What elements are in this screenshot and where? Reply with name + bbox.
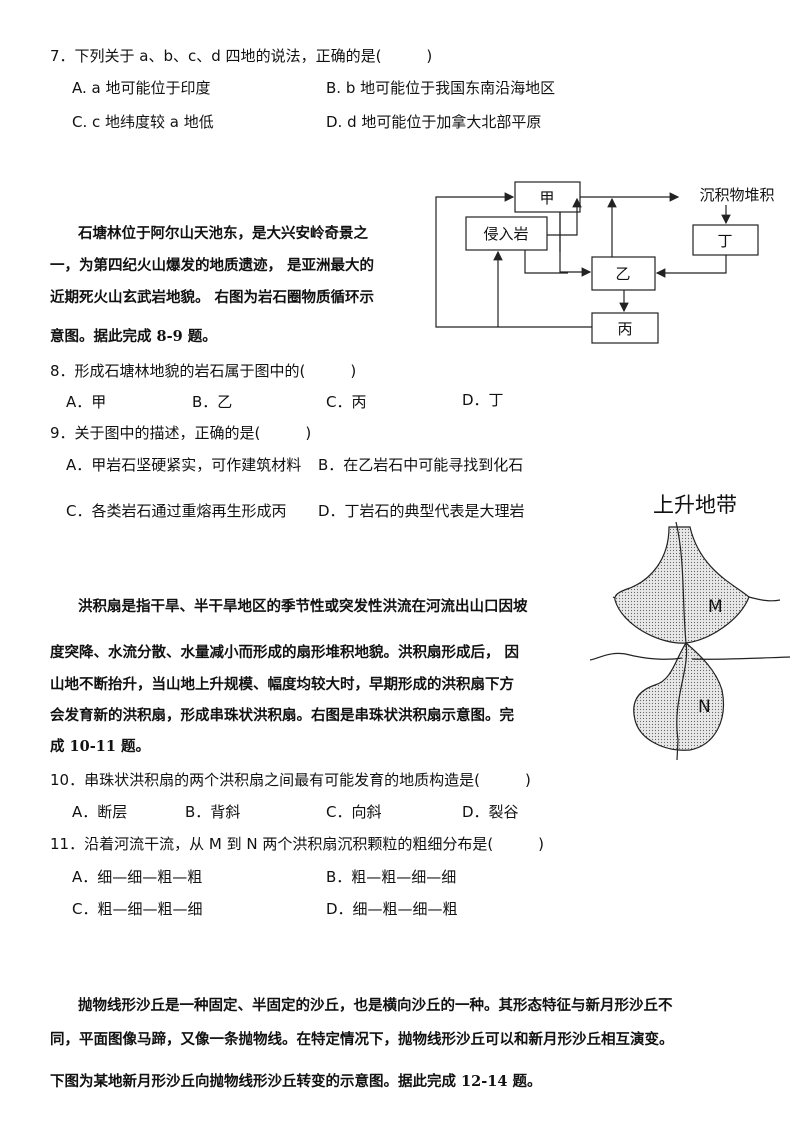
q9-option-a: A．甲岩石坚硬紧实，可作建筑材料 — [66, 456, 302, 474]
q11-option-c: C．粗—细—粗—细 — [72, 900, 203, 918]
passage2-line: 成 10-11 题。 — [50, 738, 150, 755]
passage1-line: 一，为第四纪火山爆发的地质遗迹， 是亚洲最大的 — [50, 257, 375, 274]
q7-option-a: A. a 地可能位于印度 — [72, 79, 211, 97]
passage2-line: 洪积扇是指干旱、半干旱地区的季节性或突发性洪流在河流出山口因坡 — [78, 598, 528, 615]
passage3-line: 同，平面图像马蹄，又像一条抛物线。在特定情况下，抛物线形沙丘可以和新月形沙丘相互… — [50, 1031, 674, 1048]
q11-option-d: D．细—粗—细—粗 — [326, 900, 458, 918]
passage2-line: 度突降、水流分散、水量减小而形成的扇形堆积地貌。洪积扇形成后， 因 — [50, 644, 520, 661]
q9-option-c: C．各类岩石通过重熔再生形成丙 — [66, 502, 287, 520]
q7-option-b: B. b 地可能位于我国东南沿海地区 — [326, 79, 556, 97]
label-n: N — [698, 697, 711, 717]
q10-option-d: D．裂谷 — [462, 803, 519, 821]
q11-stem: 11．沿着河流干流，从 M 到 N 两个洪积扇沉积颗粒的粗细分布是( ) — [50, 835, 545, 853]
label-bing: 丙 — [617, 320, 632, 338]
q9-stem: 9．关于图中的描述，正确的是( ) — [50, 424, 312, 442]
q11-option-b: B．粗—粗—细—细 — [326, 868, 457, 886]
label-chenji: 沉积物堆积 — [699, 186, 774, 204]
label-jia: 甲 — [539, 189, 554, 207]
q10-stem: 10．串珠状洪积扇的两个洪积扇之间最有可能发育的地质构造是( ) — [50, 771, 531, 789]
alluvial-fan-diagram: 上升地带 M N — [589, 493, 791, 761]
passage3-line: 下图为某地新月形沙丘向抛物线形沙丘转变的示意图。据此完成 12-14 题。 — [50, 1073, 542, 1090]
label-qinru: 侵入岩 — [483, 225, 528, 243]
passage1-line: 意图。据此完成 8-9 题。 — [50, 328, 217, 345]
label-ding: 丁 — [717, 232, 732, 250]
q11-option-a: A．细—细—粗—粗 — [72, 868, 203, 886]
q7-option-d: D. d 地可能位于加拿大北部平原 — [326, 113, 542, 131]
passage1-line: 石塘林位于阿尔山天池东，是大兴安岭奇景之 — [78, 225, 368, 242]
passage1-line: 近期死火山玄武岩地貌。 右图为岩石圈物质循环示 — [50, 289, 375, 306]
q9-option-b: B．在乙岩石中可能寻找到化石 — [318, 456, 524, 474]
q8-option-b: B．乙 — [192, 393, 233, 411]
q8-option-a: A．甲 — [66, 393, 107, 411]
passage3-line: 抛物线形沙丘是一种固定、半固定的沙丘，也是横向沙丘的一种。其形态特征与新月形沙丘… — [78, 997, 673, 1014]
box-qinru — [465, 216, 548, 251]
box-bing — [591, 312, 659, 344]
passage2-line: 山地不断抬升，当山地上升规模、幅度均较大时，早期形成的洪积扇下方 — [50, 676, 514, 693]
passage2-line: 会发育新的洪积扇，形成串珠状洪积扇。右图是串珠状洪积扇示意图。完 — [50, 707, 514, 724]
q9-option-d: D．丁岩石的典型代表是大理岩 — [318, 502, 525, 520]
q10-option-b: B．背斜 — [185, 803, 241, 821]
q7-option-c: C. c 地纬度较 a 地低 — [72, 113, 214, 131]
q10-option-a: A．断层 — [72, 803, 128, 821]
q8-option-d: D．丁 — [462, 391, 504, 409]
q10-option-c: C．向斜 — [326, 803, 382, 821]
q7-stem: 7．下列关于 a、b、c、d 四地的说法，正确的是( ) — [50, 47, 433, 65]
q8-stem: 8．形成石塘林地貌的岩石属于图中的( ) — [50, 362, 357, 380]
q8-option-c: C．丙 — [326, 393, 367, 411]
label-m: M — [708, 597, 723, 617]
fan-title: 上升地带 — [653, 493, 737, 517]
label-yi: 乙 — [615, 265, 630, 283]
